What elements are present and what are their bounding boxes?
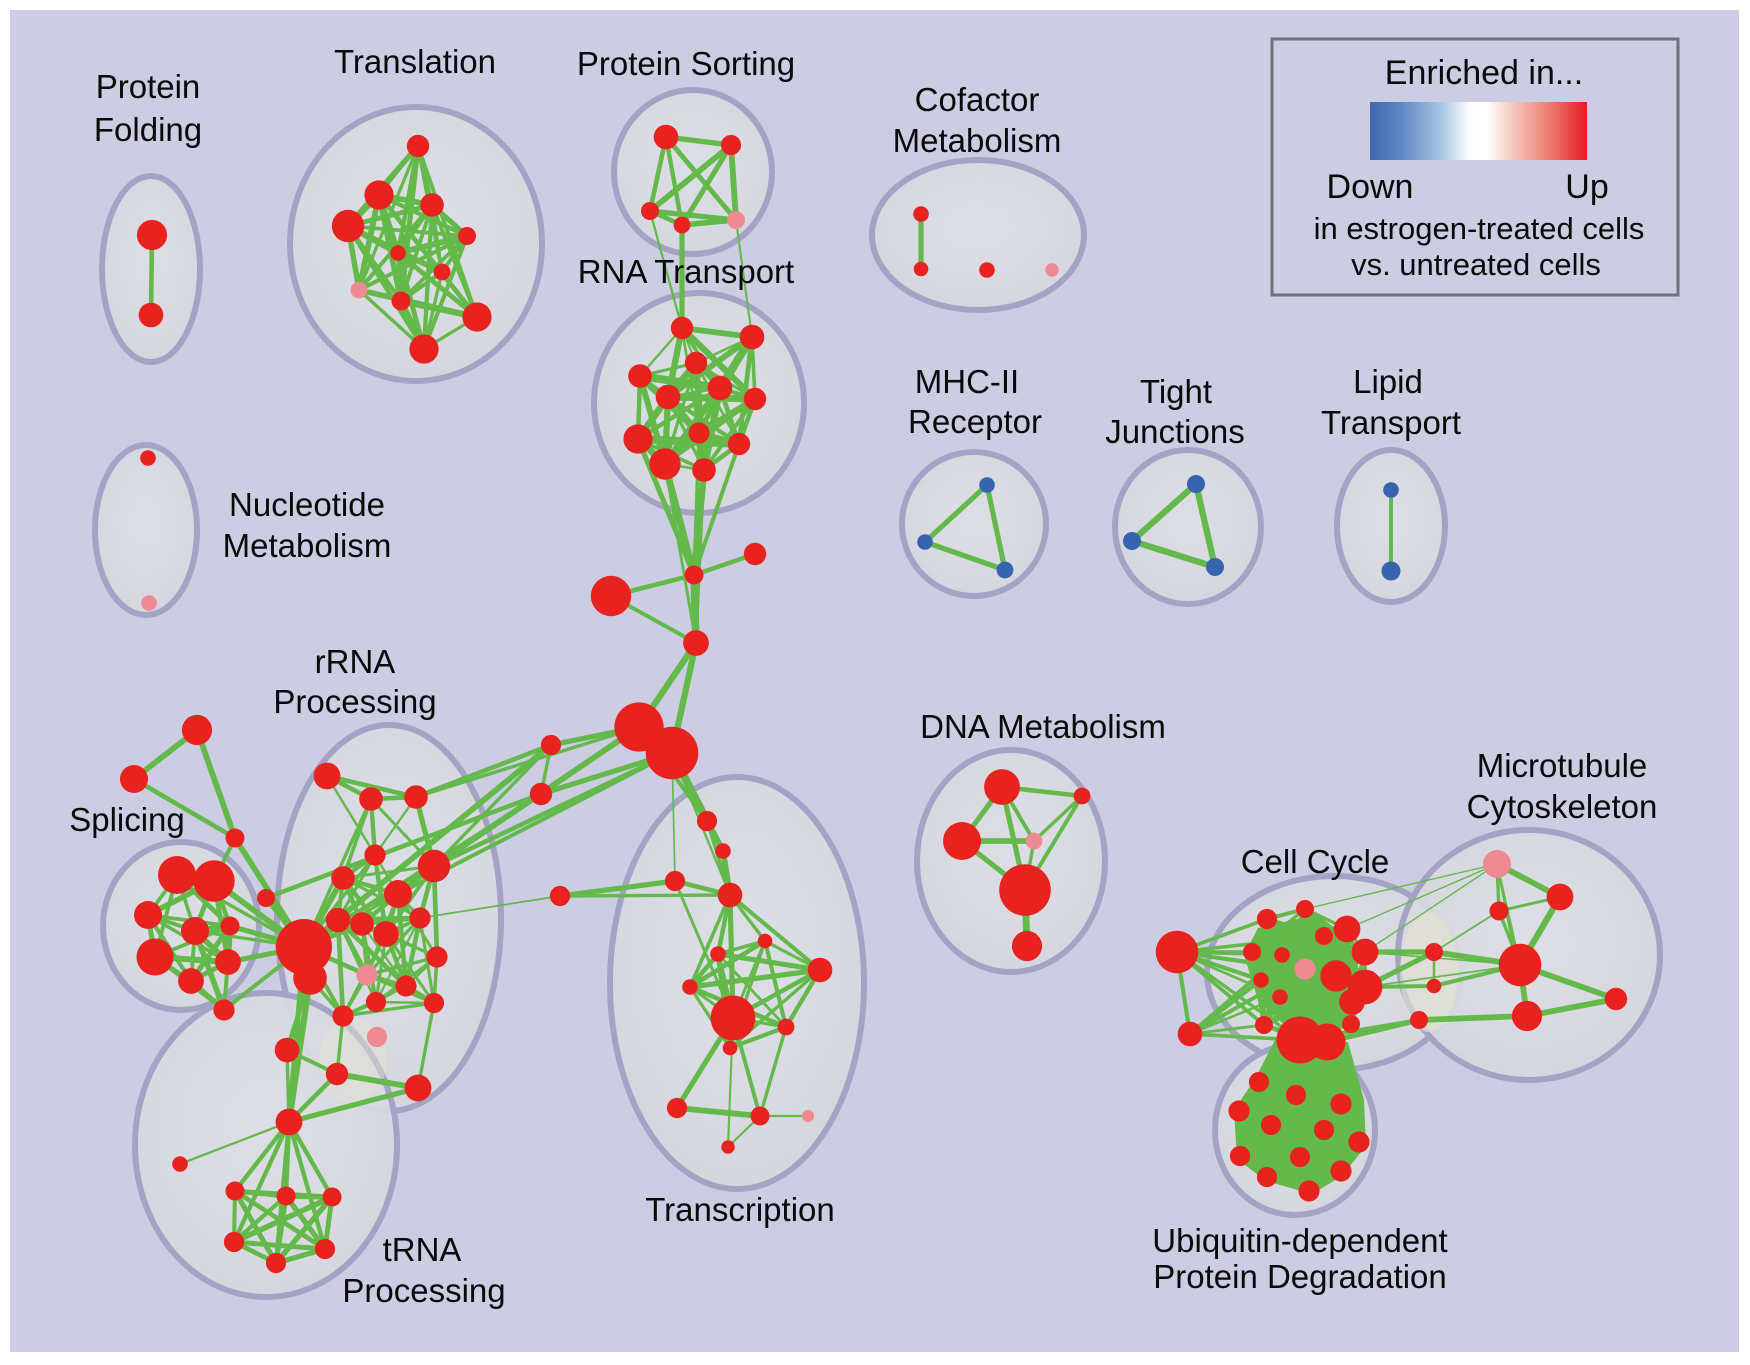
svg-text:Lipid: Lipid — [1353, 363, 1423, 400]
svg-text:Splicing: Splicing — [69, 801, 185, 838]
svg-text:Enriched in...: Enriched in... — [1385, 54, 1583, 92]
svg-text:Protein Degradation: Protein Degradation — [1153, 1258, 1447, 1295]
svg-text:Metabolism: Metabolism — [893, 122, 1062, 159]
svg-text:Ubiquitin-dependent: Ubiquitin-dependent — [1152, 1222, 1447, 1259]
svg-text:Tight: Tight — [1140, 373, 1212, 410]
svg-text:rRNA: rRNA — [315, 643, 396, 680]
svg-text:Folding: Folding — [94, 111, 202, 148]
svg-text:Protein Sorting: Protein Sorting — [577, 45, 795, 82]
svg-text:MHC-II: MHC-II — [915, 363, 1019, 400]
svg-text:vs. untreated cells: vs. untreated cells — [1351, 247, 1601, 282]
svg-text:Junctions: Junctions — [1105, 413, 1244, 450]
svg-text:Processing: Processing — [273, 683, 436, 720]
svg-text:Metabolism: Metabolism — [223, 527, 392, 564]
svg-text:RNA Transport: RNA Transport — [578, 253, 794, 290]
svg-text:Translation: Translation — [334, 43, 496, 80]
svg-text:tRNA: tRNA — [383, 1231, 462, 1268]
svg-text:Transport: Transport — [1321, 404, 1461, 441]
svg-text:Processing: Processing — [342, 1272, 505, 1309]
svg-text:Receptor: Receptor — [908, 403, 1042, 440]
svg-text:Microtubule: Microtubule — [1477, 747, 1648, 784]
svg-text:Cell Cycle: Cell Cycle — [1241, 843, 1390, 880]
svg-text:Transcription: Transcription — [645, 1191, 835, 1228]
svg-text:DNA Metabolism: DNA Metabolism — [920, 708, 1166, 745]
svg-text:Nucleotide: Nucleotide — [229, 486, 385, 523]
svg-text:Down: Down — [1327, 168, 1414, 206]
svg-text:in estrogen-treated cells: in estrogen-treated cells — [1314, 211, 1645, 246]
svg-text:Cytoskeleton: Cytoskeleton — [1467, 788, 1658, 825]
svg-text:Up: Up — [1565, 168, 1608, 206]
svg-text:Protein: Protein — [96, 68, 201, 105]
svg-text:Cofactor: Cofactor — [915, 81, 1040, 118]
